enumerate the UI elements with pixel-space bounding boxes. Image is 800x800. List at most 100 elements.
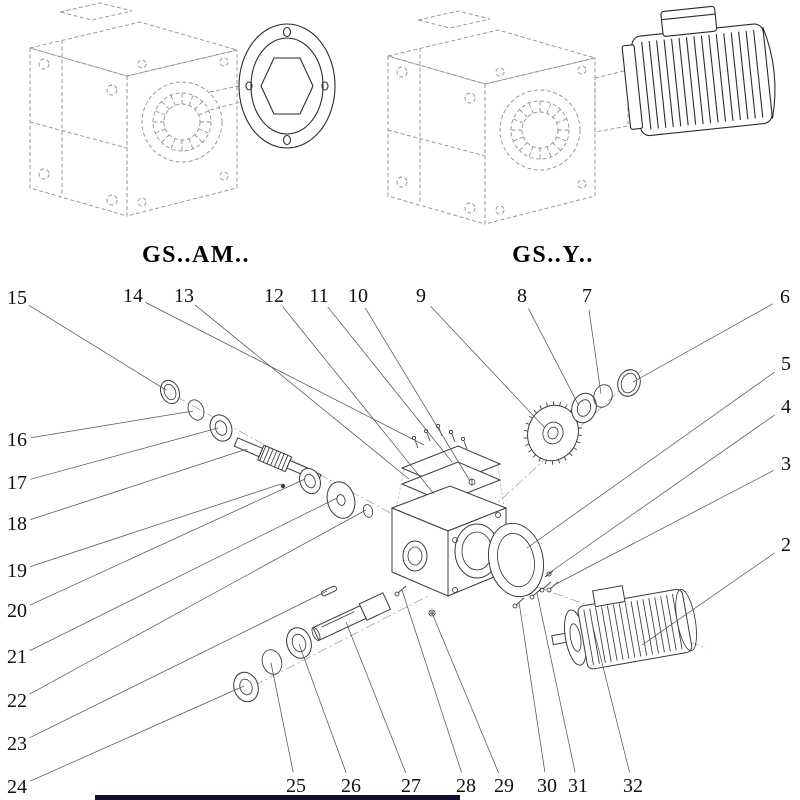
leader-line-24 <box>29 685 245 782</box>
callout-30: 30 <box>518 601 557 797</box>
callout-25: 25 <box>270 662 306 797</box>
worm-shaft-chain <box>160 379 374 519</box>
callout-11: 11 <box>309 285 453 463</box>
callout-number-20: 20 <box>7 600 27 622</box>
callout-29: 29 <box>431 612 514 797</box>
callout-number-28: 28 <box>456 775 476 797</box>
callout-20: 20 <box>7 478 306 622</box>
gs-y-drawing <box>387 5 776 225</box>
callout-16: 16 <box>7 410 194 451</box>
leader-line-20 <box>29 478 306 606</box>
leader-line-7 <box>588 309 602 395</box>
leader-line-22 <box>29 509 367 695</box>
shim-disc <box>326 481 356 519</box>
input-seal <box>160 379 180 405</box>
callout-21: 21 <box>7 497 338 668</box>
callout-22: 22 <box>7 509 367 712</box>
leader-line-15 <box>28 305 167 391</box>
callout-number-25: 25 <box>286 775 306 797</box>
motor-body-fins <box>583 594 683 665</box>
gs-am-drawing <box>28 2 336 217</box>
leader-line-16 <box>30 410 194 439</box>
callout-15: 15 <box>7 287 167 391</box>
motor-terminal-box <box>660 5 718 37</box>
fastener-set <box>394 570 559 617</box>
leader-line-3 <box>553 470 774 586</box>
leader-line-25 <box>270 662 294 773</box>
callout-17: 17 <box>7 427 219 494</box>
leader-line-30 <box>518 601 546 773</box>
output-shaft-chain <box>233 585 392 703</box>
callout-number-16: 16 <box>7 429 27 451</box>
worm-threads <box>259 445 289 471</box>
motor-flange-ring <box>487 522 545 598</box>
output-circlip <box>261 649 283 675</box>
leader-line-19 <box>30 483 282 567</box>
callout-number-7: 7 <box>582 285 592 307</box>
motor-terminal-box-exploded <box>592 585 626 608</box>
exploded-motor <box>551 585 697 670</box>
leader-line-27 <box>345 621 407 774</box>
callout-number-31: 31 <box>568 775 588 797</box>
callout-24: 24 <box>7 685 245 798</box>
callout-28: 28 <box>401 589 476 797</box>
callout-2: 2 <box>641 534 791 646</box>
callout-32: 32 <box>591 622 643 797</box>
callout-number-10: 10 <box>348 285 368 307</box>
callout-13: 13 <box>174 285 410 480</box>
callout-number-24: 24 <box>7 776 27 798</box>
gearbox-housing-outline <box>28 2 239 217</box>
callout-number-26: 26 <box>341 775 361 797</box>
cover-screws <box>411 423 468 450</box>
leader-line-11 <box>327 306 453 463</box>
callout-number-14: 14 <box>123 285 143 307</box>
leader-line-29 <box>431 612 499 774</box>
callout-8: 8 <box>517 285 580 407</box>
cover-projection-lines <box>395 465 505 531</box>
callout-number-18: 18 <box>7 513 27 535</box>
leader-line-5 <box>526 371 775 549</box>
callout-7: 7 <box>582 285 602 395</box>
callout-14: 14 <box>123 285 425 446</box>
callout-number-11: 11 <box>309 285 328 307</box>
callout-12: 12 <box>264 285 435 495</box>
callout-3: 3 <box>553 453 791 586</box>
callout-26: 26 <box>298 643 361 797</box>
leader-line-14 <box>145 302 425 446</box>
leader-line-9 <box>430 305 546 429</box>
input-retaining-ring <box>187 399 205 421</box>
gear-seal <box>617 369 641 397</box>
input-bearing <box>209 414 233 442</box>
callout-number-5: 5 <box>781 353 791 375</box>
callout-number-3: 3 <box>781 453 791 475</box>
leader-line-6 <box>632 303 773 383</box>
callout-number-4: 4 <box>781 396 791 418</box>
leader-line-10 <box>364 307 471 482</box>
gear-chain <box>523 369 641 465</box>
callout-number-8: 8 <box>517 285 527 307</box>
leader-line-28 <box>401 589 463 773</box>
motor-end-bell <box>675 589 697 652</box>
callout-31: 31 <box>536 592 588 797</box>
callout-number-32: 32 <box>623 775 643 797</box>
leader-line-32 <box>591 622 630 773</box>
callout-19: 19 <box>7 483 282 582</box>
gs-am-label: GS..AM.. <box>142 242 250 268</box>
pin <box>280 483 286 489</box>
callout-number-12: 12 <box>264 285 284 307</box>
callout-23: 23 <box>7 590 328 755</box>
worm-bearing-2 <box>299 467 321 495</box>
callout-10: 10 <box>348 285 471 482</box>
leader-line-26 <box>298 643 347 773</box>
callout-5: 5 <box>526 353 791 549</box>
leader-line-8 <box>528 308 580 407</box>
callout-27: 27 <box>345 621 421 797</box>
gear-teeth <box>523 401 583 465</box>
callout-4: 4 <box>548 396 791 574</box>
shaft-key <box>321 585 337 597</box>
callout-number-27: 27 <box>401 775 421 797</box>
exploded-view: 1514131211109876543216171819202122232425… <box>7 285 791 798</box>
output-bore <box>402 540 428 572</box>
